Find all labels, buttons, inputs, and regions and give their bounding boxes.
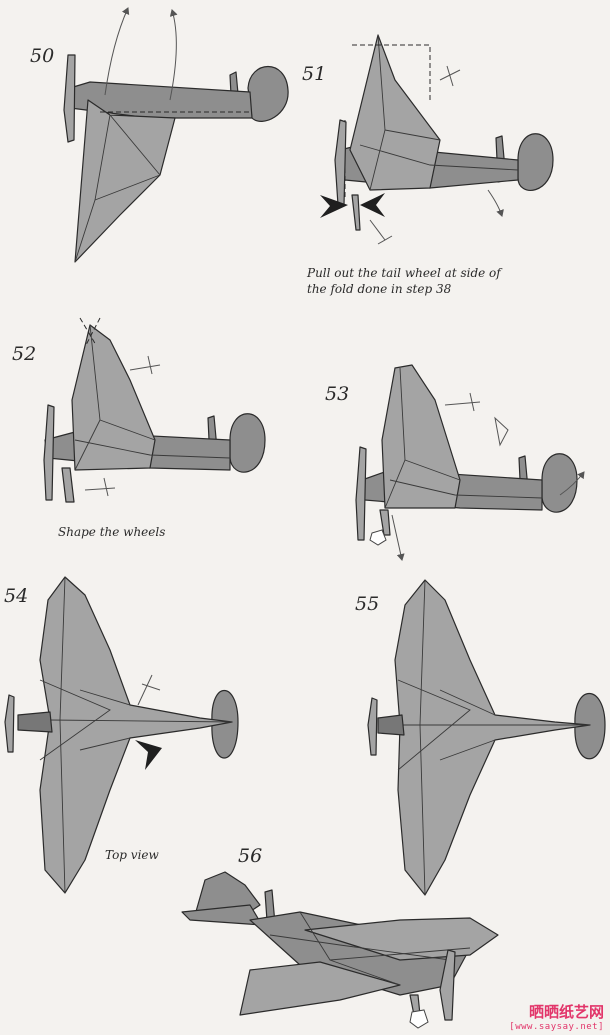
step-54-figure bbox=[4, 576, 239, 894]
step-56-number: 56 bbox=[238, 845, 263, 867]
step-51-caption: Pull out the tail wheel at side of the f… bbox=[307, 266, 501, 296]
step-53-figure bbox=[355, 364, 585, 561]
step-55-figure bbox=[367, 579, 606, 896]
step-53-number: 53 bbox=[325, 383, 350, 405]
step-51-number: 51 bbox=[302, 63, 327, 85]
watermark-title: 晒晒纸艺网 bbox=[528, 1003, 604, 1021]
watermark: 晒晒纸艺网 [www.saysay.net] bbox=[509, 1001, 604, 1032]
watermark-url: [www.saysay.net] bbox=[509, 1022, 604, 1032]
step-52-number: 52 bbox=[12, 343, 37, 365]
step-54-caption: Top view bbox=[105, 848, 159, 862]
step-56-figure bbox=[181, 871, 499, 1029]
step-55-number: 55 bbox=[355, 593, 380, 615]
step-50-number: 50 bbox=[30, 45, 55, 67]
step-54-number: 54 bbox=[4, 585, 29, 607]
step-51-figure bbox=[320, 34, 554, 245]
step-52-figure bbox=[43, 317, 266, 503]
step-52-caption: Shape the wheels bbox=[58, 525, 166, 539]
step-50-figure bbox=[63, 7, 289, 263]
